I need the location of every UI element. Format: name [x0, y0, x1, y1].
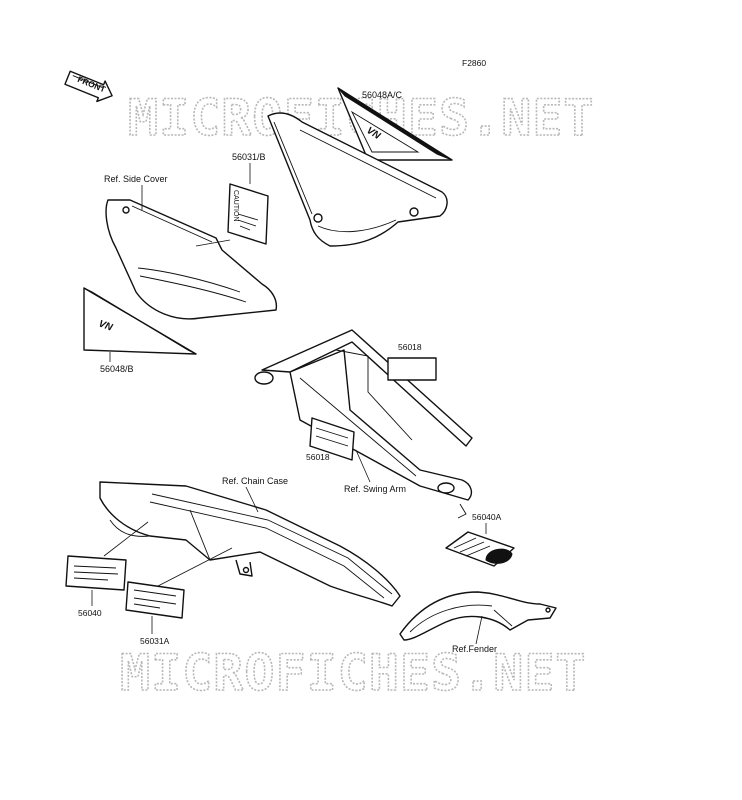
label-ref-side-cover: Ref. Side Cover [104, 174, 168, 184]
label-56031b: 56031/B [232, 152, 266, 162]
label-56040a: 56040A [472, 512, 502, 522]
label-ref-swing-arm: Ref. Swing Arm [344, 484, 406, 494]
label-56031a: 56031A [140, 636, 170, 646]
label-56018-bottom: 56018 [306, 452, 330, 462]
label-56040: 56040 [78, 608, 102, 618]
vulcan-decal-text-left: VN [97, 318, 115, 333]
watermark-bottom: MICROFICHES.NET [120, 644, 587, 702]
decal-56040[interactable] [65, 555, 127, 591]
decal-56018-top[interactable] [387, 357, 437, 381]
decal-56040a[interactable] [445, 531, 515, 567]
caution-decal-text: CAUTION [232, 190, 239, 222]
rear-fender[interactable] [399, 591, 557, 641]
label-ref-fender: Ref.Fender [452, 644, 497, 654]
decal-56031a[interactable] [125, 581, 185, 619]
swing-arm[interactable] [254, 329, 473, 519]
decal-56018-bottom[interactable] [309, 417, 355, 461]
decal-56048ac[interactable]: VN [337, 87, 453, 161]
decal-56048b[interactable]: VN [83, 287, 197, 355]
chain-case[interactable] [99, 481, 401, 607]
front-arrow-icon [64, 70, 113, 103]
label-56048b: 56048/B [100, 364, 134, 374]
right-side-cover[interactable] [267, 112, 448, 247]
figure-code: F2860 [462, 58, 486, 68]
left-side-cover[interactable] [105, 199, 278, 320]
label-56018-top: 56018 [398, 342, 422, 352]
label-56048ac: 56048A/C [362, 90, 403, 100]
label-ref-chain-case: Ref. Chain Case [222, 476, 288, 486]
decal-56031b[interactable]: CAUTION [227, 183, 269, 245]
